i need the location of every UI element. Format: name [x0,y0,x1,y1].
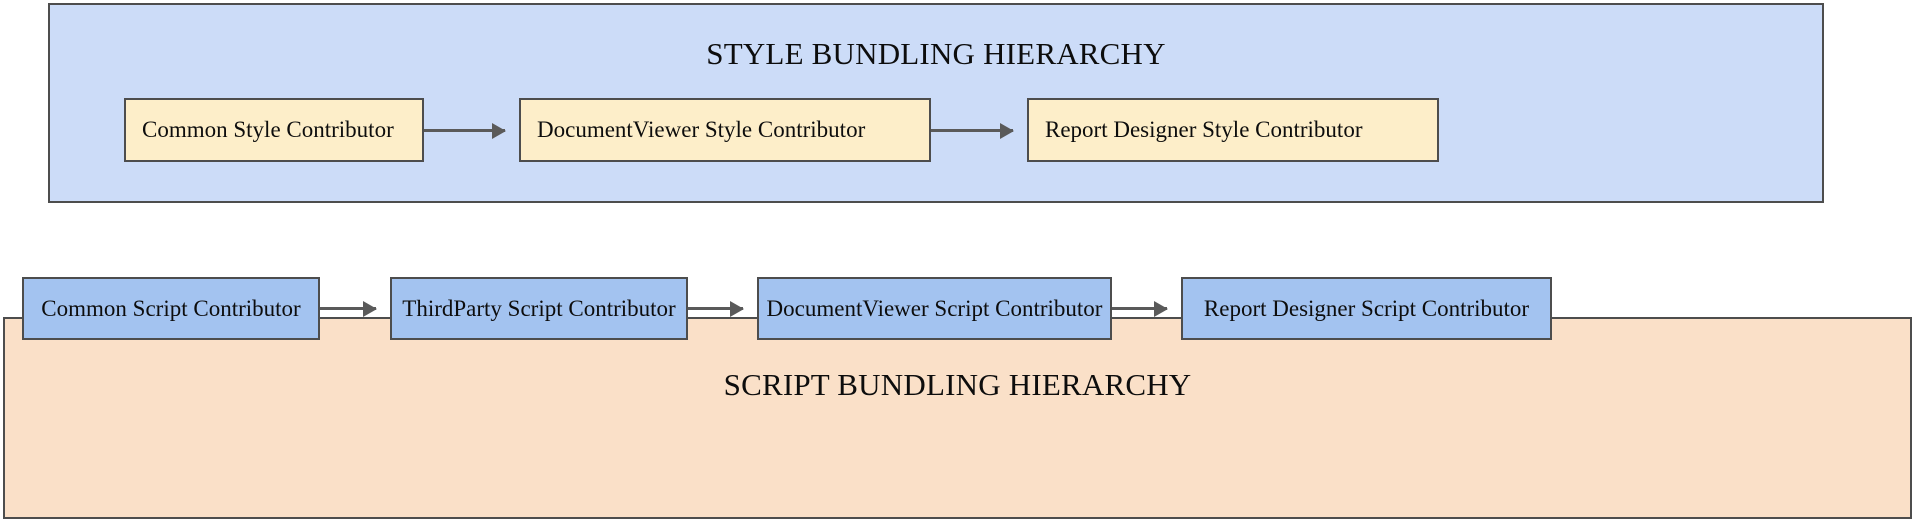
node-label: DocumentViewer Style Contributor [537,117,866,143]
arrowhead-icon [363,300,377,317]
node-report-designer-style-contributor[interactable]: Report Designer Style Contributor [1027,98,1439,162]
node-label: DocumentViewer Script Contributor [766,295,1103,321]
arrowhead-icon [730,300,744,317]
node-common-script-contributor[interactable]: Common Script Contributor [22,277,320,340]
style-cluster-title: STYLE BUNDLING HIERARCHY [706,36,1166,71]
script-bundling-cluster: SCRIPT BUNDLING HIERARCHY [3,317,1912,519]
arrow-thirdparty-to-documentviewer-script [688,300,744,317]
node-documentviewer-script-contributor[interactable]: DocumentViewer Script Contributor [757,277,1112,340]
node-label: Common Style Contributor [142,117,394,143]
node-label: Report Designer Script Contributor [1203,295,1530,321]
arrow-common-to-thirdparty-script [320,300,377,317]
node-common-style-contributor[interactable]: Common Style Contributor [124,98,424,162]
script-cluster-title: SCRIPT BUNDLING HIERARCHY [723,367,1192,402]
arrow-documentviewer-to-reportdesigner-style [931,122,1014,139]
arrow-common-to-documentviewer-style [424,122,506,139]
node-thirdparty-script-contributor[interactable]: ThirdParty Script Contributor [390,277,688,340]
arrowhead-icon [1000,122,1014,139]
arrowhead-icon [1154,300,1168,317]
node-report-designer-script-contributor[interactable]: Report Designer Script Contributor [1181,277,1552,340]
node-documentviewer-style-contributor[interactable]: DocumentViewer Style Contributor [519,98,931,162]
arrowhead-icon [492,122,506,139]
node-label: Report Designer Style Contributor [1045,117,1363,143]
node-label: ThirdParty Script Contributor [402,295,676,321]
node-label: Common Script Contributor [41,295,301,321]
arrow-documentviewer-to-reportdesigner-script [1112,300,1168,317]
